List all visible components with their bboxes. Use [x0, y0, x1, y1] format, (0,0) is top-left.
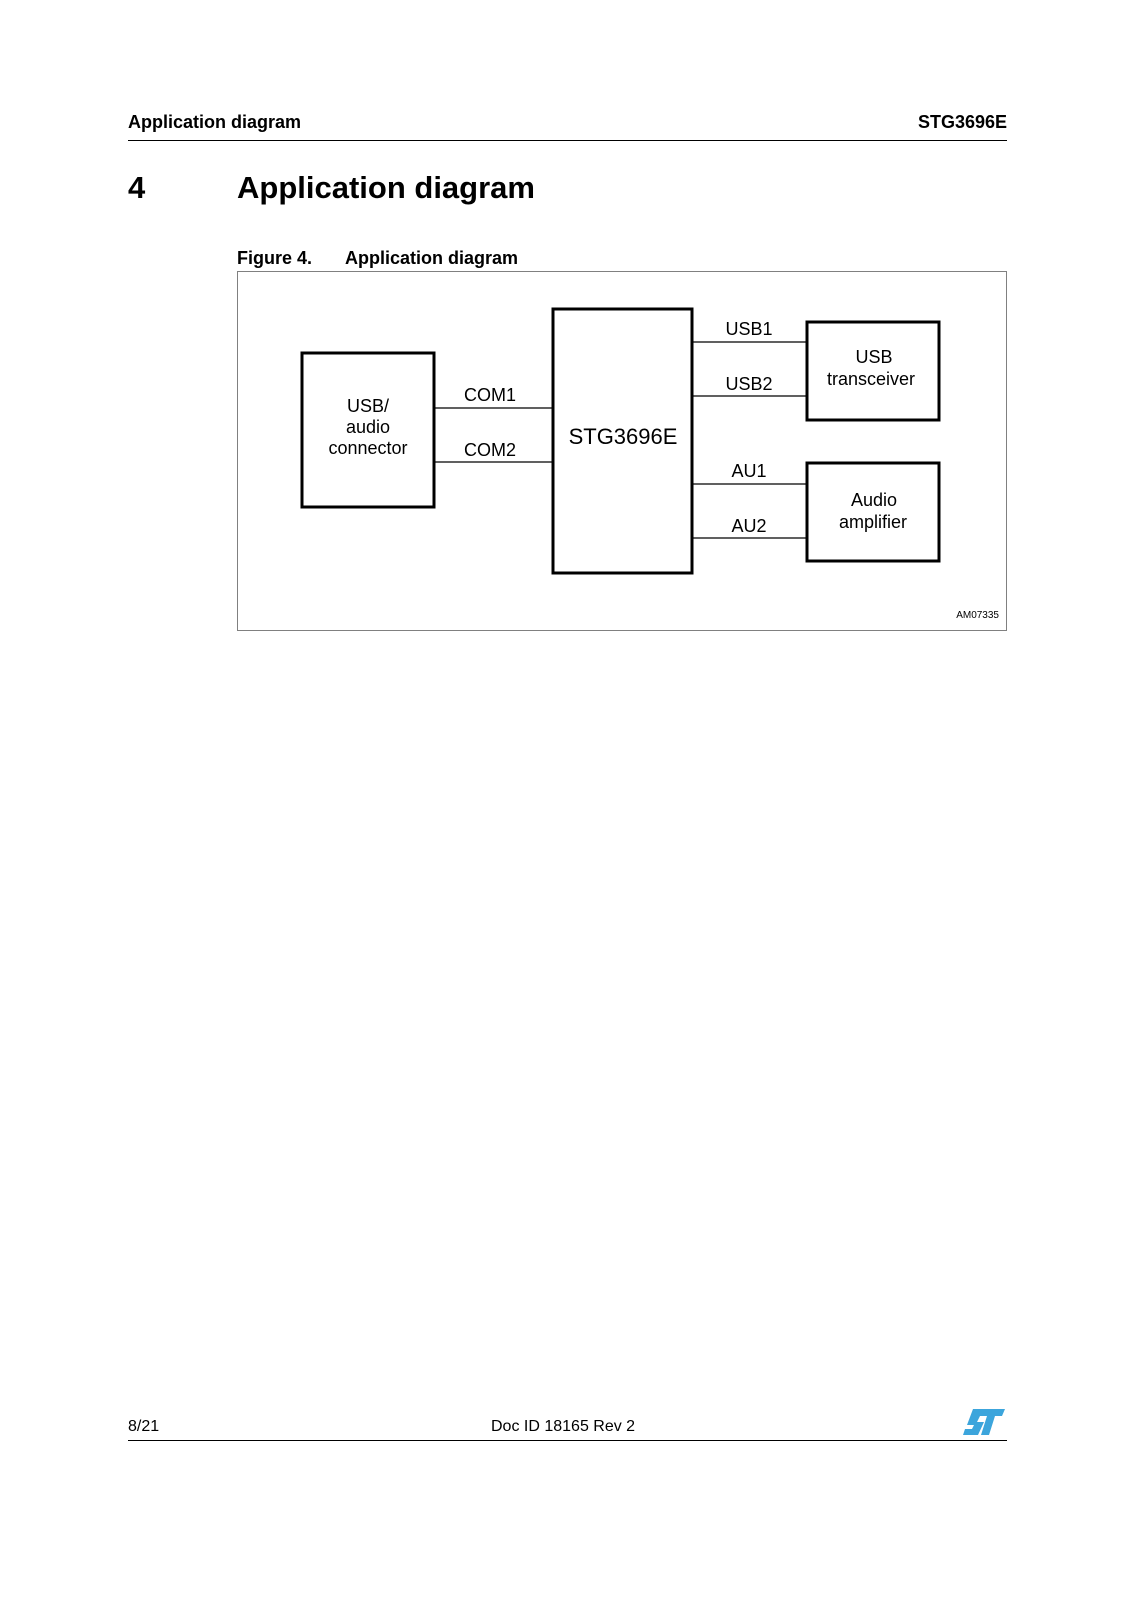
connector-block [300, 351, 436, 509]
connector-label-line-1: USB/ [347, 396, 389, 416]
page-number: 8/21 [128, 1418, 160, 1435]
au2-label: AU2 [731, 516, 766, 536]
com1-label: COM1 [464, 385, 516, 405]
header-rule [128, 140, 1007, 141]
com2-label: COM2 [464, 440, 516, 460]
audio-amplifier-block [805, 461, 941, 563]
running-header-part-number: STG3696E [917, 112, 1007, 132]
usb1-label: USB1 [725, 319, 772, 339]
application-diagram: USB/ audio connector COM1 COM2 STG3696E … [237, 271, 1007, 631]
audio-amplifier-label-line-1: Audio [851, 490, 897, 510]
figure-title: Application diagram [345, 248, 519, 268]
usb-transceiver-label-line-1: USB [855, 347, 892, 367]
audio-amplifier-label-line-2: amplifier [839, 512, 907, 532]
footer-rule [128, 1440, 1007, 1441]
figure-id-code: AM07335 [956, 610, 999, 621]
usb-transceiver-block [805, 320, 941, 422]
diagram-canvas: USB/ audio connector COM1 COM2 STG3696E … [300, 307, 999, 621]
connector-label-line-2: audio [346, 417, 390, 437]
st-logo-icon [963, 1409, 1005, 1435]
figure-label: Figure 4. [237, 248, 313, 268]
section-number: 4 [128, 170, 146, 205]
running-header-section: Application diagram [128, 112, 302, 132]
usb2-label: USB2 [725, 374, 772, 394]
connector-label-line-3: connector [328, 438, 407, 458]
switch-block [551, 307, 694, 575]
section-title: Application diagram [237, 170, 535, 205]
switch-label: STG3696E [569, 424, 678, 449]
au1-label: AU1 [731, 461, 766, 481]
doc-id: Doc ID 18165 Rev 2 [491, 1418, 636, 1435]
usb-transceiver-label-line-2: transceiver [827, 369, 915, 389]
